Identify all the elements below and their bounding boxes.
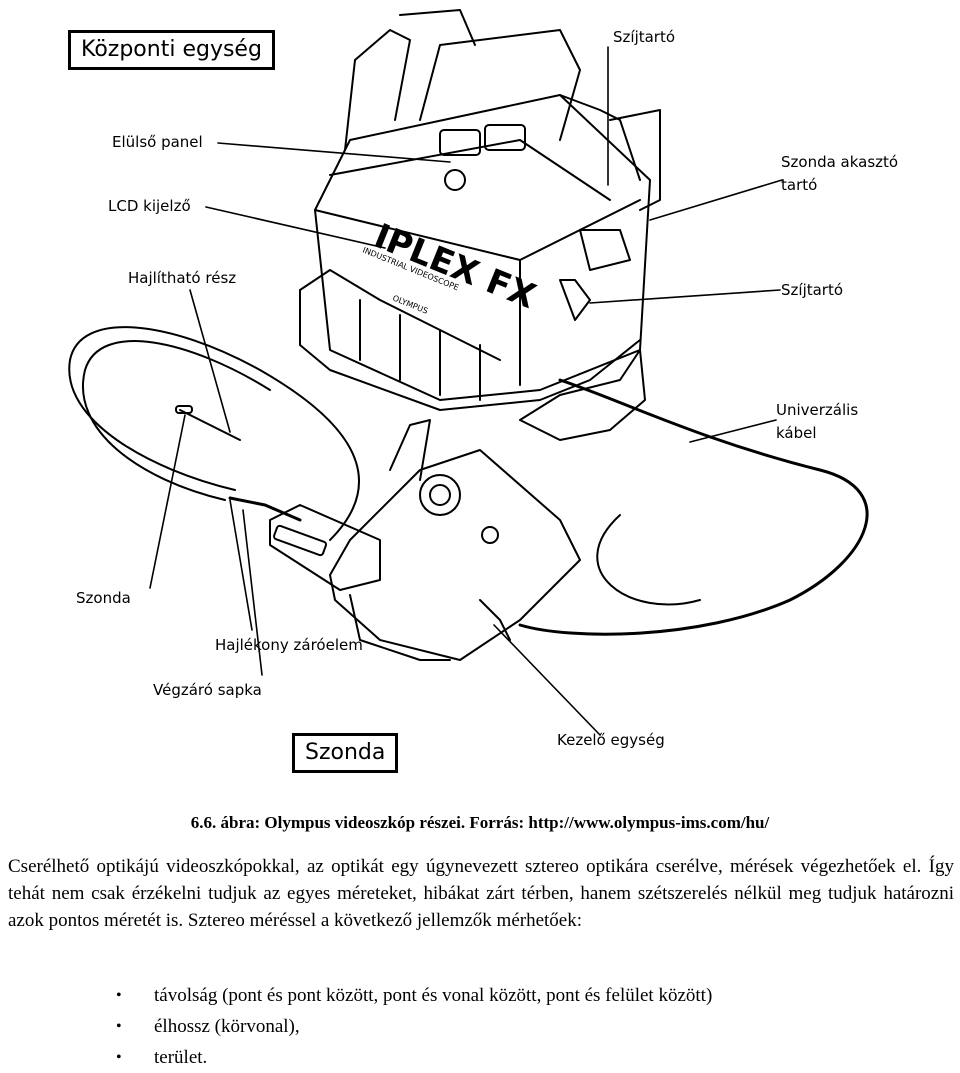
list-item: • terület. <box>0 1042 712 1073</box>
figure-caption: 6.6. ábra: Olympus videoszkóp részei. Fo… <box>190 813 770 832</box>
central-unit-title-box: Központi egység <box>68 30 275 70</box>
maker-text: OLYMPUS <box>391 294 429 316</box>
list-item-text: élhossz (körvonal), <box>154 1016 300 1037</box>
list-item-text: terület. <box>154 1047 208 1068</box>
bullet-icon: • <box>116 1049 122 1066</box>
list-item-text: távolság (pont és pont között, pont és v… <box>154 985 713 1006</box>
label-universal-cable-2: kábel <box>776 424 817 442</box>
leader-lines <box>149 46 783 736</box>
label-front-panel: Elülső panel <box>112 133 203 151</box>
label-probe: Szonda <box>76 589 131 607</box>
insertion-tube <box>228 496 302 522</box>
label-control-unit: Kezelő egység <box>557 731 665 749</box>
list-item: • távolság (pont és pont között, pont és… <box>0 980 712 1011</box>
videoscope-figure: IPLEX FX INDUSTRIAL VIDEOSCOPE OLYMPUS <box>68 9 899 773</box>
central-unit <box>299 9 661 441</box>
probe-coil <box>68 326 360 541</box>
label-end-cap: Végzáró sapka <box>153 681 262 699</box>
label-universal-cable-1: Univerzális <box>776 401 859 419</box>
label-bending-section: Hajlítható rész <box>128 269 237 287</box>
universal-cable <box>518 378 869 636</box>
label-probe-hanger-2: tartó <box>781 176 818 194</box>
bullet-icon: • <box>116 987 122 1004</box>
label-strap-holder-right: Szíjtartó <box>781 281 844 299</box>
measurement-list: • távolság (pont és pont között, pont és… <box>0 980 712 1073</box>
control-unit <box>269 419 581 661</box>
label-strap-holder-top: Szíjtartó <box>613 28 676 46</box>
body-paragraph: Cserélhető optikájú videoszkópokkal, az … <box>8 856 954 931</box>
label-probe-hanger-1: Szonda akasztó <box>781 153 899 171</box>
probe-title-box: Szonda <box>292 733 399 773</box>
brand-lettering: IPLEX FX INDUSTRIAL VIDEOSCOPE OLYMPUS <box>361 216 541 317</box>
videoscope-drawing: IPLEX FX INDUSTRIAL VIDEOSCOPE OLYMPUS <box>68 9 869 736</box>
label-flexible-seal: Hajlékony záróelem <box>215 636 363 654</box>
bullet-icon: • <box>116 1018 122 1035</box>
list-item: • élhossz (körvonal), <box>0 1011 712 1042</box>
label-lcd: LCD kijelző <box>108 197 191 215</box>
